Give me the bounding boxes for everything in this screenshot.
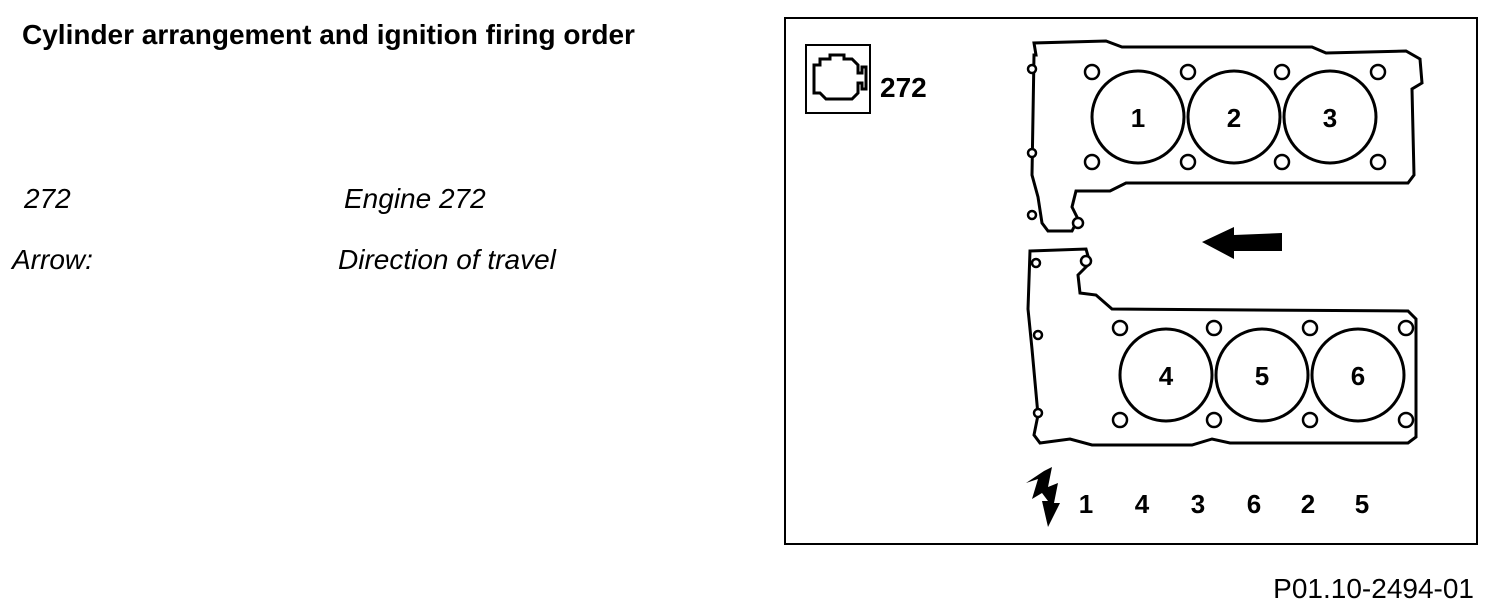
firing-order-2: 4 <box>1135 489 1150 519</box>
cylinder-2 <box>1186 69 1282 165</box>
upper-bolt-holes <box>1026 63 1387 230</box>
cylinder-number-1: 1 <box>1131 103 1145 133</box>
lower-bank-outline <box>1026 247 1418 447</box>
cylinder-5 <box>1214 327 1310 423</box>
lower-bolt-holes <box>1030 254 1415 429</box>
cylinder-6 <box>1310 327 1406 423</box>
ignition-spark-icon <box>1026 467 1060 527</box>
upper-bank-outline <box>1030 39 1424 233</box>
cylinder-diagram-frame: 272 1 2 3 4 5 <box>784 17 1478 545</box>
cylinder-1 <box>1090 69 1186 165</box>
firing-order: 1 4 3 6 2 5 <box>1079 489 1369 519</box>
legend-key: 272 <box>24 183 71 214</box>
legend-value: Engine 272 <box>344 183 486 214</box>
direction-arrow-icon <box>1202 227 1282 259</box>
cylinder-diagram: 272 1 2 3 4 5 <box>805 39 1424 527</box>
cylinder-4 <box>1118 327 1214 423</box>
legend-row-engine: 272 Engine 272 <box>0 182 700 218</box>
firing-order-5: 2 <box>1301 489 1315 519</box>
cylinder-number-3: 3 <box>1323 103 1337 133</box>
cylinder-number-5: 5 <box>1255 361 1269 391</box>
legend-value: Direction of travel <box>338 244 556 275</box>
firing-order-1: 1 <box>1079 489 1093 519</box>
cylinder-number-4: 4 <box>1159 361 1174 391</box>
firing-order-4: 6 <box>1247 489 1261 519</box>
cylinder-number-2: 2 <box>1227 103 1241 133</box>
legend-key: Arrow: <box>12 244 93 275</box>
firing-order-3: 3 <box>1191 489 1205 519</box>
engine-code-label: 272 <box>880 72 927 103</box>
firing-order-6: 5 <box>1355 489 1369 519</box>
cylinder-number-6: 6 <box>1351 361 1365 391</box>
engine-icon <box>805 44 871 114</box>
legend-row-arrow: Arrow: Direction of travel <box>0 243 700 279</box>
page-title: Cylinder arrangement and ignition firing… <box>22 19 635 50</box>
figure-reference-code: P01.10-2494-01 <box>1273 573 1474 604</box>
cylinder-3 <box>1282 69 1378 165</box>
